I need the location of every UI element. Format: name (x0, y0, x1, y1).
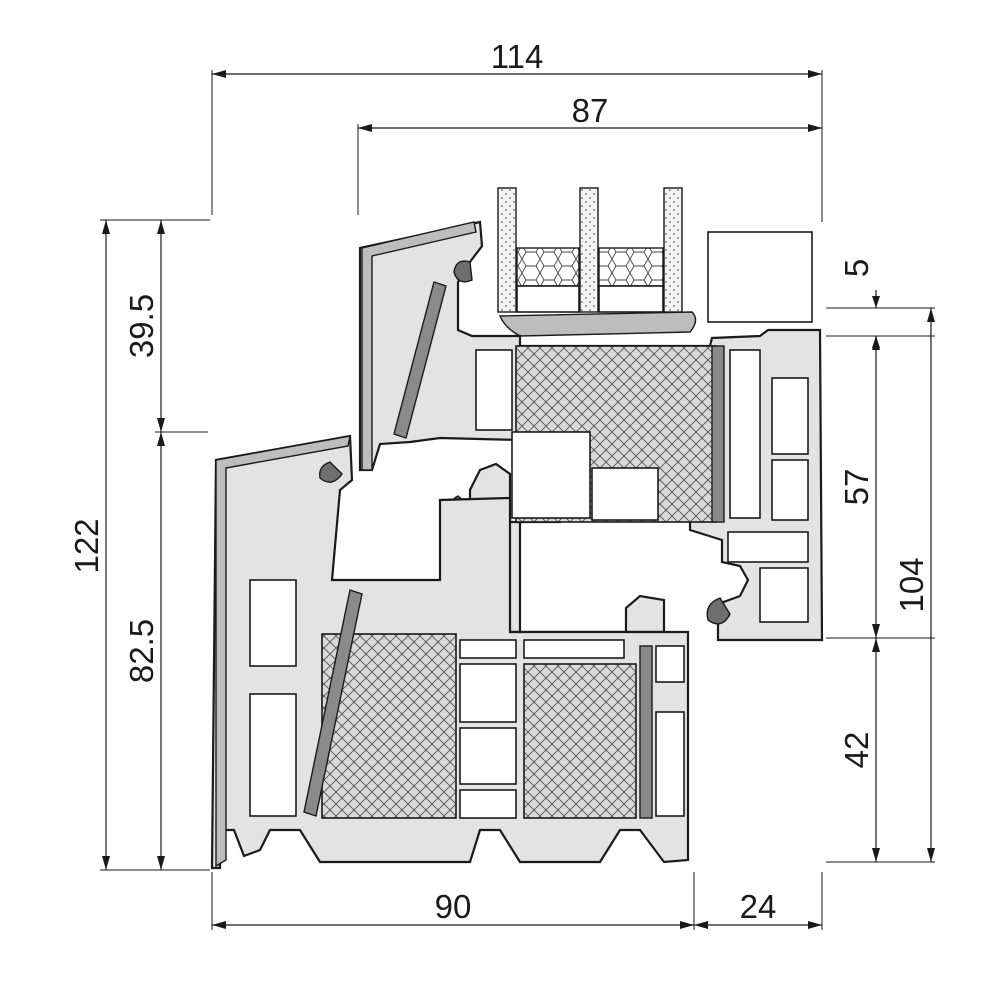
dimension-label: 104 (893, 557, 930, 612)
dimension-122: 122 (68, 219, 210, 871)
glass-pane-middle (579, 187, 599, 313)
sash-gasket (706, 597, 731, 625)
dimension-39-5: 39.5 (123, 220, 208, 433)
sash-chamber (759, 567, 809, 623)
frame-chamber (459, 789, 517, 819)
dimension-label: 122 (68, 518, 105, 573)
dimension-label: 39.5 (123, 294, 160, 358)
dimension-24: 24 (694, 888, 822, 929)
dimension-104: 104 (893, 308, 935, 862)
frame-chamber (655, 645, 685, 683)
dimension-114: 114 (211, 38, 823, 222)
dimension-57: 57 (826, 336, 935, 639)
spacer-bar (598, 247, 664, 287)
dimension-label: 82.5 (123, 619, 160, 683)
spacer-bar (516, 247, 580, 287)
frame-profile (210, 221, 690, 870)
dimension-42: 42 (826, 638, 935, 863)
frame-chamber (655, 711, 685, 817)
sash-cover-strip (361, 221, 477, 471)
dimension-label: 42 (838, 732, 875, 769)
sash-chamber (771, 459, 809, 521)
sash-chamber (591, 467, 659, 521)
frame-inclined-rod (303, 589, 363, 817)
dimension-82-5: 82.5 (123, 432, 165, 870)
glass-pane-inner (663, 187, 683, 313)
glazing-unit (497, 187, 697, 337)
frame-chamber (249, 579, 297, 667)
frame-chamber (459, 639, 517, 659)
dimension-label: 87 (572, 92, 609, 129)
dimension-label: 90 (435, 888, 472, 925)
dimension-label: 5 (838, 259, 875, 277)
sash-chamber (727, 531, 809, 563)
frame-chamber (249, 693, 297, 817)
sash-chamber (729, 349, 761, 519)
sash-inclined-rod (393, 281, 447, 439)
sash-chamber (771, 377, 809, 455)
glass-pane-outer (497, 187, 517, 313)
sealant-strip (598, 285, 664, 313)
dimension-87: 87 (357, 92, 822, 215)
frame-insulation (523, 663, 637, 819)
dimension-5: 5 (826, 259, 935, 350)
frame-reinforcement (639, 645, 653, 819)
glazing-block (498, 311, 697, 337)
sealant-strip (516, 285, 580, 313)
frame-gasket (319, 461, 343, 483)
sash-gasket (453, 260, 473, 283)
sash-chamber (475, 349, 513, 431)
dimension-90: 90 (211, 872, 823, 930)
frame-chamber (459, 663, 517, 723)
dimension-label: 24 (740, 888, 777, 925)
dimension-label: 57 (838, 469, 875, 506)
frame-chamber (523, 639, 625, 659)
frame-cover-strip (215, 435, 351, 868)
dimension-label: 114 (491, 38, 544, 75)
frame-chamber (459, 727, 517, 785)
sash-chamber (511, 431, 591, 519)
glazing-bead-right (707, 231, 813, 323)
sash-reinforcement (711, 345, 725, 523)
